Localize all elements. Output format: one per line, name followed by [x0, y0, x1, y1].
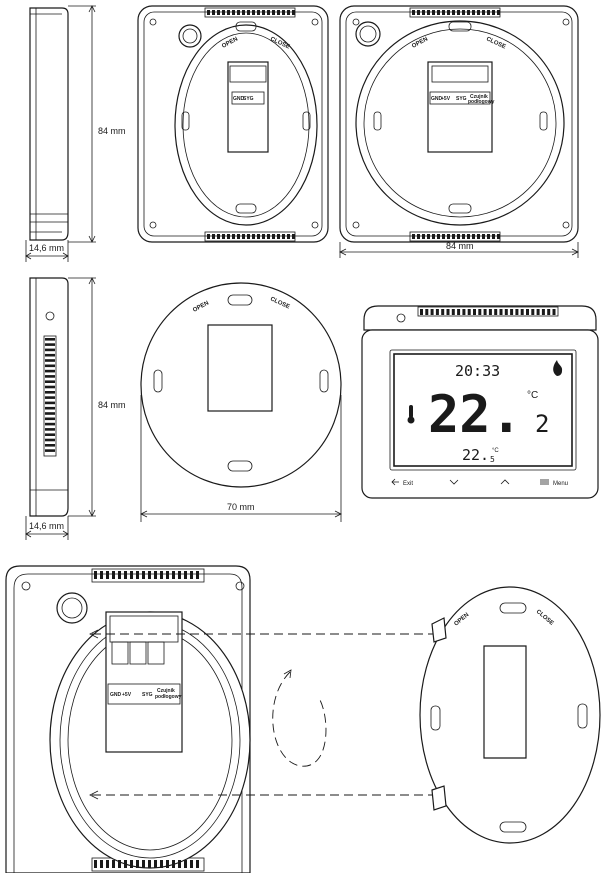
menu-label: Menu	[553, 481, 568, 487]
svg-text:Czujnik: Czujnik	[157, 688, 175, 694]
svg-text:GND: GND	[233, 96, 245, 102]
plate-diameter-label: 70 mm	[227, 502, 255, 512]
svg-text:+5V: +5V	[441, 96, 451, 102]
height-dimension-1: 84 mm	[68, 5, 126, 243]
vent-teeth-top-2	[412, 10, 500, 15]
chevron-up-icon	[500, 479, 510, 485]
svg-text:SYG: SYG	[142, 692, 153, 698]
vent-teeth-bottom-2	[412, 234, 500, 239]
main-temperature: 22.	[428, 385, 522, 445]
width-label: 84 mm	[446, 241, 474, 251]
svg-text:GND: GND	[431, 96, 443, 102]
vent-teeth-front	[420, 309, 556, 315]
rotation-arrow-icon	[283, 669, 292, 679]
main-temperature-unit: °C	[527, 390, 538, 401]
vent-teeth-bottom-1	[207, 234, 295, 239]
width-dimension: 84 mm	[339, 241, 579, 258]
height-dimension-2: 84 mm	[68, 277, 126, 517]
depth-dimension-1: 14,6 mm	[25, 240, 69, 262]
height-label-1: 84 mm	[98, 126, 126, 136]
svg-text:podłogowy: podłogowy	[155, 694, 182, 700]
exit-button[interactable]: Exit	[391, 478, 413, 487]
secondary-temperature-decimal: 5	[490, 455, 495, 464]
thermometer-icon	[407, 405, 415, 424]
thermostat-display: 20:33 22. 2 °C 22. 5 °C	[407, 360, 563, 464]
plate-diameter-dimension: 70 mm	[140, 395, 342, 522]
menu-button[interactable]: Menu	[540, 479, 568, 487]
up-button[interactable]	[500, 479, 510, 485]
svg-text:podłogowy: podłogowy	[468, 99, 495, 105]
flame-icon	[553, 360, 563, 376]
svg-text:SYG: SYG	[243, 96, 254, 102]
depth-label-2: 14,6 mm	[29, 521, 64, 531]
main-temperature-decimal: 2	[535, 410, 549, 438]
down-button[interactable]	[449, 479, 459, 485]
vent-teeth-top-1	[207, 10, 295, 15]
side-view-top	[29, 7, 69, 241]
depth-label-1: 14,6 mm	[29, 243, 64, 253]
vent-teeth-top-3	[94, 571, 199, 579]
secondary-temperature-unit: °C	[492, 448, 499, 454]
depth-dimension-2: 14,6 mm	[25, 516, 69, 540]
thermostat-buttons: Exit Menu	[391, 478, 568, 487]
chevron-down-icon	[449, 479, 459, 485]
side-vent-slots	[45, 338, 55, 452]
height-label-2: 84 mm	[98, 400, 126, 410]
menu-lines-icon	[540, 479, 549, 485]
tilted-mounting-plate: OPEN CLOSE	[419, 586, 601, 844]
svg-text:GND: GND	[110, 692, 122, 698]
mounting-plate: OPEN CLOSE	[140, 282, 342, 488]
vent-teeth-bottom-3	[94, 860, 199, 868]
svg-text:Czujnik: Czujnik	[470, 94, 488, 100]
assembly-guides	[89, 629, 438, 800]
secondary-temperature: 22.	[462, 446, 489, 464]
large-back-housing: GND +5V SYG Czujnik podłogowy	[5, 565, 251, 873]
svg-text:SYG: SYG	[456, 96, 467, 102]
thermostat-front	[361, 305, 599, 499]
exit-label: Exit	[403, 481, 413, 487]
time-readout: 20:33	[455, 362, 500, 380]
svg-text:+5V: +5V	[122, 692, 132, 698]
back-view-housing: GND +5V SYG Czujnik podłogowy OPEN CLOSE	[339, 5, 579, 243]
back-view-with-plate: GND SYG OPEN CLOSE	[137, 5, 329, 243]
